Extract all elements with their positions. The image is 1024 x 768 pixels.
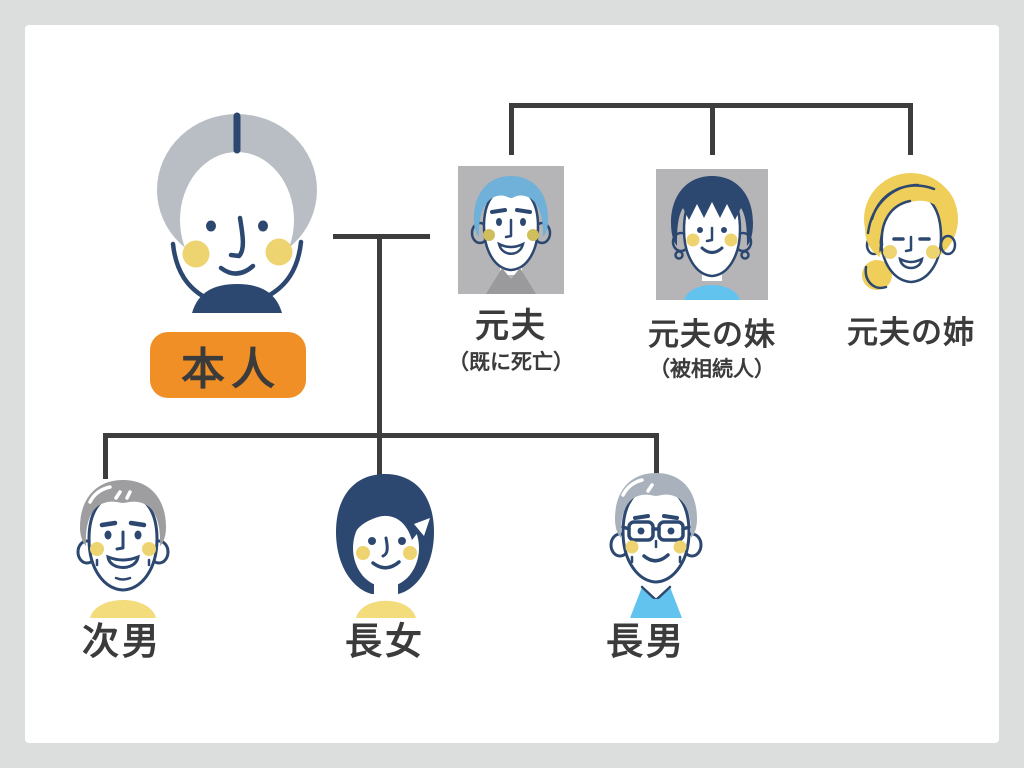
sibling-drop-younger-sister xyxy=(710,103,715,155)
younger-sister-label: 元夫の妹 xyxy=(648,317,776,352)
eldest-daughter-label: 長女 xyxy=(345,621,425,662)
eldest-son-portrait-illustration xyxy=(592,463,720,618)
younger-sister-label-block: 元夫の妹 （被相続人） xyxy=(627,316,797,383)
child-drop-eldest-son xyxy=(654,433,659,475)
eldest-daughter-label-block: 長女 xyxy=(320,620,450,664)
ex-husband-note: （既に死亡） xyxy=(448,351,574,374)
ex-husband-label-block: 元夫 （既に死亡） xyxy=(426,306,596,376)
younger-sister-portrait-illustration xyxy=(656,169,768,300)
second-son-label: 次男 xyxy=(82,621,162,662)
deceased-woman-photo-icon xyxy=(656,169,768,300)
eldest-son-label: 長男 xyxy=(606,621,686,662)
ex-husband-label: 元夫 xyxy=(475,307,547,345)
second-son-label-block: 次男 xyxy=(57,620,187,664)
bob-haired-woman-icon xyxy=(336,474,434,618)
eldest-daughter-portrait-illustration xyxy=(322,468,448,618)
sibling-drop-ex-husband xyxy=(509,103,514,155)
older-sister-label: 元夫の姉 xyxy=(847,315,975,350)
elderly-woman-icon xyxy=(157,112,317,313)
gray-haired-man-icon xyxy=(76,480,170,618)
older-sister-portrait-illustration xyxy=(852,163,970,305)
ex-husband-portrait-illustration xyxy=(458,166,564,294)
blonde-woman-icon xyxy=(862,173,958,290)
glasses-man-icon xyxy=(609,473,703,618)
children-connector xyxy=(103,433,659,438)
older-sister-label-block: 元夫の姉 xyxy=(826,314,996,351)
self-portrait-illustration xyxy=(140,108,335,313)
younger-sister-note: （被相続人） xyxy=(649,358,775,381)
descent-line xyxy=(377,234,382,477)
deceased-man-photo-icon xyxy=(458,166,564,294)
eldest-son-label-block: 長男 xyxy=(581,620,711,664)
second-son-portrait-illustration xyxy=(58,472,188,618)
child-drop-second-son xyxy=(103,433,108,479)
self-label: 本人 xyxy=(150,332,306,398)
sibling-drop-older-sister xyxy=(908,103,913,155)
